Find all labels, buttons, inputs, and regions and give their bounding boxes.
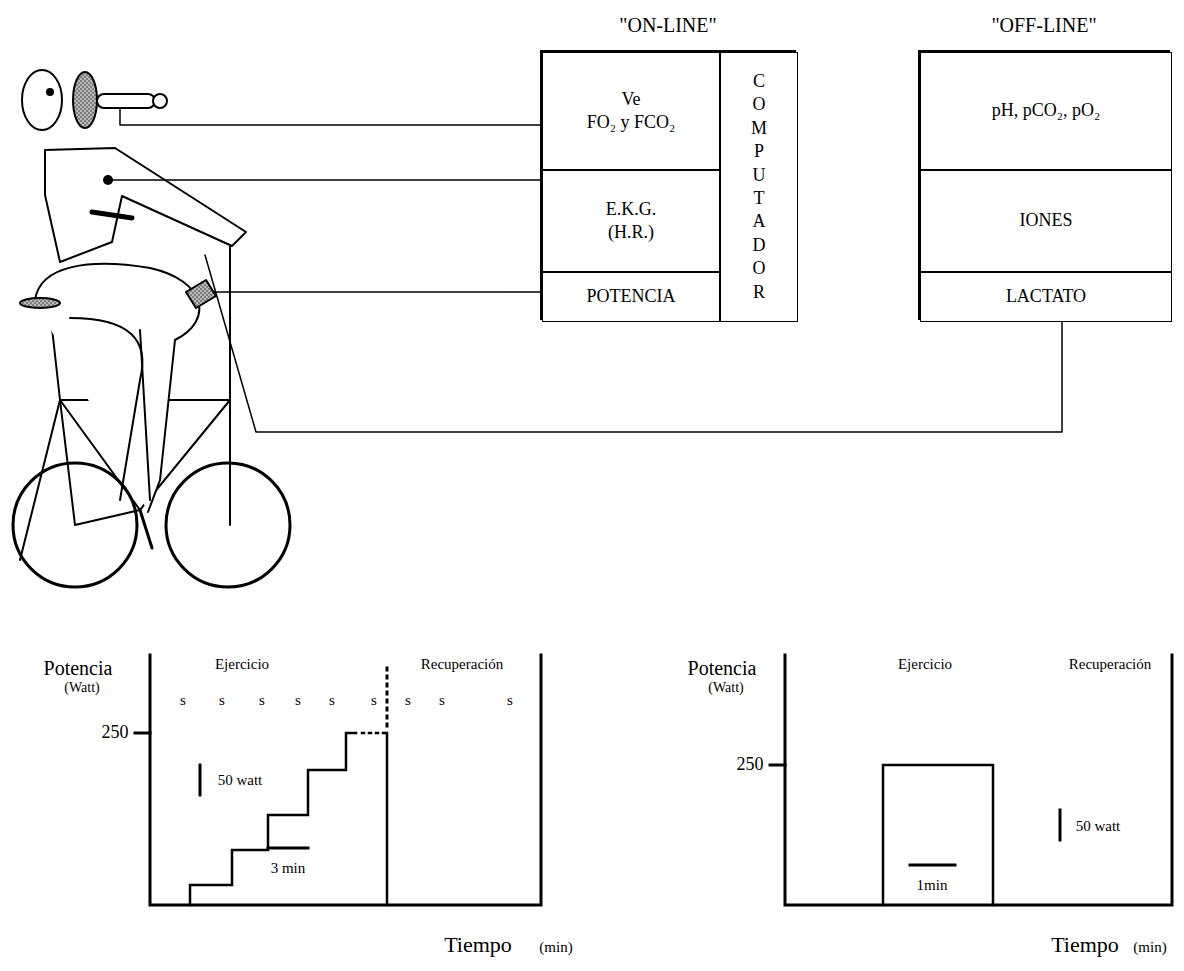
measure-box: POTENCIA — [542, 272, 720, 322]
constant-load — [883, 765, 993, 905]
axis-unit: (min) — [1131, 939, 1168, 956]
frame-tube — [20, 400, 60, 560]
torso — [45, 148, 246, 262]
axis-title: Tiempo — [442, 933, 514, 957]
scale-label: 3 min — [269, 860, 308, 877]
scale-bar — [268, 847, 308, 850]
phase-label: Recuperación — [1067, 656, 1153, 673]
exercise-end — [386, 733, 389, 905]
exercise-end-dotted — [386, 668, 389, 730]
instrument-panel: "OFF-LINE"pH, pCO₂, pO₂IONESLACTATO — [918, 50, 1170, 320]
axis-unit: (Watt) — [62, 680, 101, 695]
leg — [140, 330, 150, 500]
front-wheel — [166, 463, 290, 587]
axis-title: Potencia — [42, 657, 115, 679]
instrument-panel: "ON-LINE"VeFO₂ y FCO₂E.K.G.(H.R.)POTENCI… — [540, 50, 796, 320]
panel-heading: "ON-LINE" — [542, 12, 794, 38]
tube-end — [153, 94, 167, 108]
gas-wire — [120, 108, 540, 125]
measure-box: E.K.G.(H.R.) — [542, 170, 720, 272]
axis-value: 250 — [735, 755, 766, 775]
box-label: E.K.G. — [606, 198, 657, 221]
axis-value: 250 — [100, 723, 131, 743]
sample-mark: s — [327, 692, 337, 709]
scale-label: 1min — [915, 877, 950, 894]
sample-mark: s — [178, 692, 188, 709]
box-label: LACTATO — [1006, 285, 1086, 308]
axis-unit: (min) — [537, 939, 574, 956]
scale-bar — [910, 864, 955, 867]
phase-label: Ejercicio — [896, 656, 954, 673]
box-label: IONES — [1020, 209, 1073, 232]
box-label: POTENCIA — [587, 285, 676, 308]
box-label: Ve — [622, 88, 641, 111]
step-protocol — [190, 733, 356, 905]
scale-label: 50 watt — [216, 772, 265, 789]
vertical-label: COMPUTADOR — [750, 70, 768, 304]
saddle — [20, 298, 60, 308]
power-sensor — [186, 280, 216, 308]
computer-box: COMPUTADOR — [720, 52, 798, 322]
sample-mark: s — [505, 692, 515, 709]
axis-title: Potencia — [686, 657, 759, 679]
sample-mark: s — [217, 692, 227, 709]
axis-title: Tiempo — [1049, 933, 1121, 957]
ekg-wire — [108, 179, 540, 181]
axis-tick — [770, 764, 785, 767]
scale-label: 50 watt — [1074, 818, 1123, 835]
sample-mark: s — [369, 692, 379, 709]
measure-box: LACTATO — [920, 272, 1172, 322]
measure-box: pH, pCO₂, pO₂ — [920, 52, 1172, 170]
sample-mark: s — [403, 692, 413, 709]
axis-unit: (Watt) — [706, 680, 745, 695]
leg — [70, 318, 142, 500]
phase-label: Ejercicio — [213, 656, 271, 673]
eye — [46, 88, 54, 96]
fork — [229, 225, 231, 525]
mask-tube — [97, 94, 155, 108]
scale-bar — [199, 765, 202, 795]
sample-mark: s — [257, 692, 267, 709]
axis-tick — [135, 732, 150, 735]
panel-heading: "OFF-LINE" — [920, 12, 1168, 38]
arm-band — [92, 212, 132, 218]
measure-box: VeFO₂ y FCO₂ — [542, 52, 720, 170]
ekg-electrode — [103, 175, 113, 185]
step-protocol-dotted — [362, 732, 387, 735]
gas-mask — [73, 72, 97, 128]
box-label: pH, pCO₂, pO₂ — [992, 99, 1101, 122]
head — [22, 70, 62, 130]
scale-bar — [1059, 810, 1062, 840]
power-wire — [214, 291, 540, 293]
box-label: (H.R.) — [608, 221, 654, 244]
sample-mark: s — [293, 692, 303, 709]
chart-axes — [150, 655, 541, 905]
sample-mark: s — [437, 692, 447, 709]
box-label: FO₂ y FCO₂ — [587, 111, 676, 134]
chart-axes — [785, 655, 1172, 905]
measure-box: IONES — [920, 170, 1172, 272]
crank — [140, 510, 152, 548]
phase-label: Recuperación — [419, 656, 505, 673]
